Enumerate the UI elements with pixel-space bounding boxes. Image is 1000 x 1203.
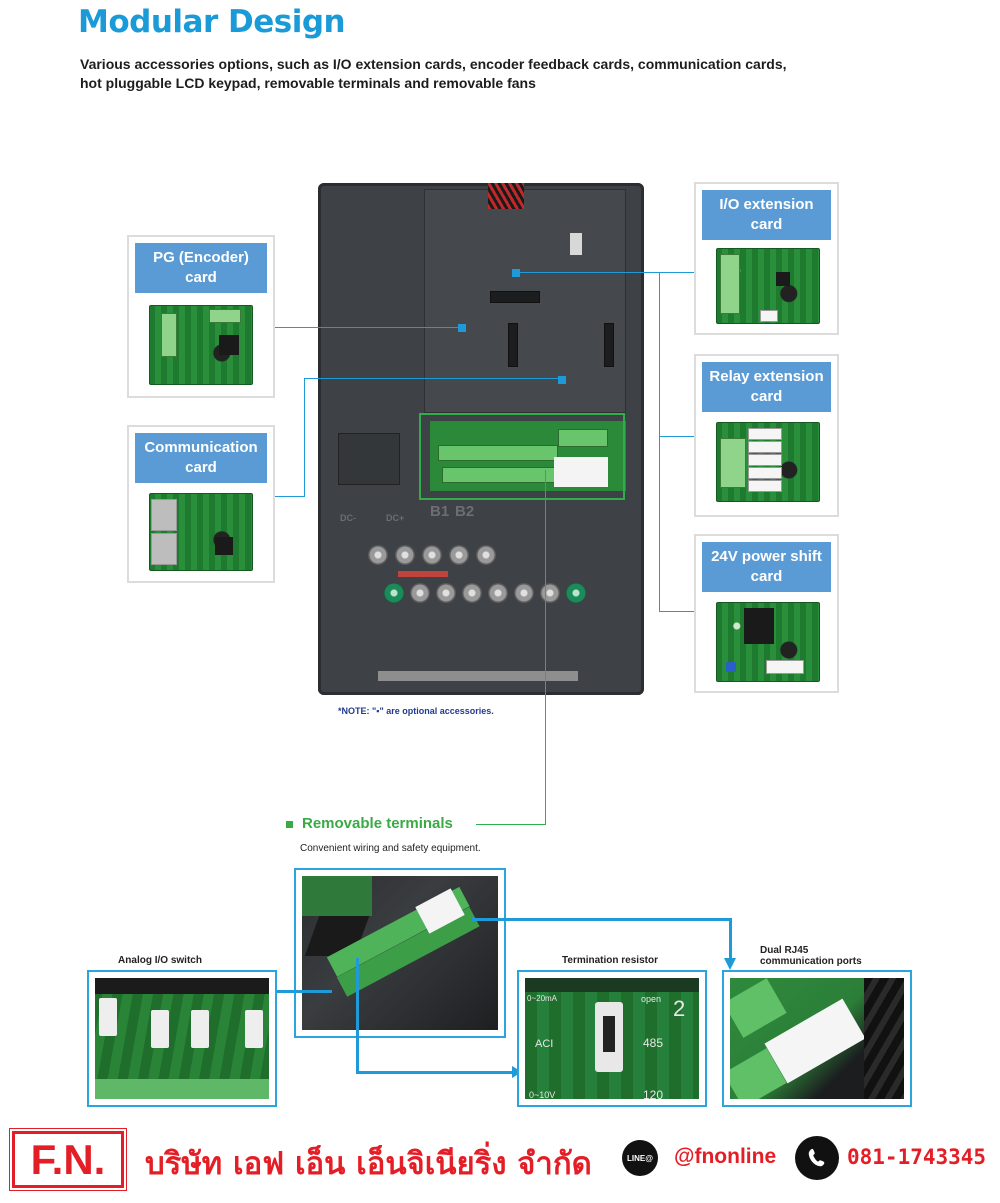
card-header: PG (Encoder) card: [135, 243, 267, 293]
terminal-label-b2: B2: [455, 503, 475, 520]
removable-terminal-photo: [294, 868, 506, 1038]
arrow-to-analog-switch: [252, 990, 332, 993]
caption-dual-rj45: Dual RJ45 communication ports: [760, 945, 890, 967]
connector-right-vertical: [659, 272, 660, 612]
connector-comm-card: [275, 496, 304, 497]
subtitle-line-1: Various accessories options, such as I/O…: [80, 56, 787, 72]
connector-relay-card: [659, 436, 694, 437]
card-io-extension: I/O extension card: [694, 182, 839, 335]
connector-removable-terminals-horizontal: [476, 824, 546, 825]
optional-accessory-marker: [558, 376, 566, 384]
removable-terminals-subtitle: Convenient wiring and safety equipment.: [300, 843, 481, 854]
optional-accessory-marker: [458, 324, 466, 332]
connector-comm-card-horizontal: [304, 378, 564, 379]
card-title-line2: card: [185, 459, 217, 476]
caption-analog-io-switch: Analog I/O switch: [118, 955, 202, 966]
board-label: 0~10V: [529, 1090, 556, 1099]
termination-resistor-photo: 0~20mA ACI 0~10V open 485 120 2: [517, 970, 707, 1107]
relay-extension-card-image: [716, 422, 820, 502]
bullet-icon: [286, 820, 293, 828]
board-label: 485: [643, 1036, 664, 1050]
board-label: 0~20mA: [527, 994, 558, 1003]
arrow-to-rj45-vertical: [729, 918, 732, 960]
card-communication: Communication card: [127, 425, 275, 583]
subtitle-line-2: hot pluggable LCD keypad, removable term…: [80, 75, 536, 91]
caption-termination-resistor: Termination resistor: [562, 955, 658, 966]
connector-io-card: [516, 272, 694, 273]
card-title-line1: I/O extension: [719, 196, 814, 213]
card-title-line2: card: [750, 388, 783, 405]
removable-terminals-highlight: [419, 413, 625, 500]
line-id-link[interactable]: @fnonline: [674, 1145, 777, 1168]
card-header: Relay extension card: [702, 362, 831, 412]
card-title-line1: Relay extension: [709, 368, 824, 385]
card-title-line1: 24V power shift: [711, 548, 822, 565]
page-title: Modular Design: [78, 4, 346, 40]
connector-removable-terminals-vertical: [545, 470, 546, 825]
card-24v-power-shift: 24V power shift card: [694, 534, 839, 693]
card-title-line2: card: [750, 568, 783, 585]
line-icon-text: LINE@: [626, 1153, 654, 1163]
phone-icon[interactable]: [795, 1136, 839, 1180]
caption-line-1: Dual RJ45: [760, 945, 809, 956]
caption-line-2: communication ports: [760, 956, 862, 967]
analog-io-switch-photo: [87, 970, 277, 1107]
pg-encoder-card-image: [149, 305, 253, 385]
arrow-head-down-icon: [724, 958, 736, 970]
connector-comm-card-vertical: [304, 378, 305, 497]
removable-terminals-heading: Removable terminals: [286, 815, 453, 832]
phone-number-link[interactable]: 081-1743345: [847, 1145, 987, 1169]
connector-24v-card: [659, 611, 694, 612]
page-subtitle: Various accessories options, such as I/O…: [80, 55, 950, 93]
board-label: 120: [643, 1088, 664, 1099]
terminal-label-b1: B1: [430, 503, 450, 520]
arrow-to-termination-horizontal: [356, 1071, 514, 1074]
company-name: บริษัท เอฟ เอ็น เอ็นจิเนียริ่ง จำกัด: [145, 1146, 592, 1182]
optional-accessories-note: *NOTE: "▪" are optional accessories.: [338, 706, 494, 716]
io-extension-card-image: [716, 248, 820, 324]
card-header: Communication card: [135, 433, 267, 483]
optional-accessory-marker: [512, 269, 520, 277]
board-label: ACI: [535, 1038, 554, 1050]
24v-power-shift-card-image: [716, 602, 820, 682]
arrow-to-rj45-horizontal: [472, 918, 732, 921]
card-pg-encoder: PG (Encoder) card: [127, 235, 275, 398]
fn-logo: F.N.: [9, 1128, 127, 1191]
card-title-line2: card: [185, 269, 217, 286]
control-terminal-board: [430, 421, 626, 491]
card-title-line1: Communication: [144, 439, 258, 456]
dual-rj45-photo: [722, 970, 912, 1107]
communication-card-image: [149, 493, 253, 571]
line-icon[interactable]: LINE@: [622, 1140, 658, 1176]
terminal-label-dc-minus: DC-: [340, 513, 356, 523]
terminal-label-dc-plus: DC+: [386, 513, 405, 523]
card-header: 24V power shift card: [702, 542, 831, 592]
card-title-line1: PG (Encoder): [153, 249, 249, 266]
card-header: I/O extension card: [702, 190, 831, 240]
arrow-to-termination-vertical: [356, 958, 359, 1074]
connector-pg-card: [275, 327, 465, 328]
phone-glyph-icon: [808, 1148, 825, 1167]
board-label: open: [641, 994, 662, 1004]
card-title-line2: card: [750, 216, 783, 233]
card-relay-extension: Relay extension card: [694, 354, 839, 517]
removable-terminals-title: Removable terminals: [302, 815, 453, 832]
drive-unit-image: DC- DC+ B1 B2: [318, 183, 644, 695]
